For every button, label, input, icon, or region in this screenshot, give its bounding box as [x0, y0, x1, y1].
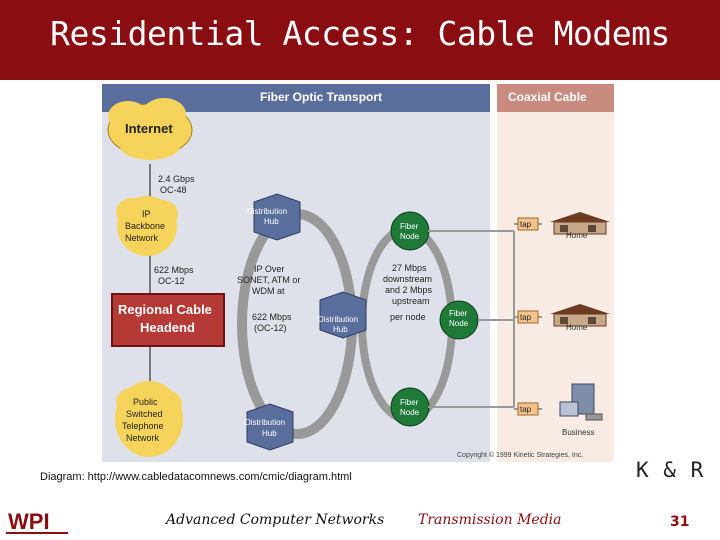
fiber-node-bottom-label-2: Node: [400, 408, 420, 417]
ring-text-3: WDM at: [252, 286, 285, 296]
coax-section-header: [497, 84, 614, 112]
pstn-label-1: Public: [133, 397, 158, 407]
footer-bar: [0, 500, 720, 540]
wpi-logo: WPI: [4, 505, 70, 535]
link1-type: OC-48: [160, 185, 187, 195]
distribution-hub-bottom: [246, 403, 294, 451]
downstream-text-5: per node: [390, 312, 426, 322]
pstn-label-4: Network: [126, 433, 160, 443]
copyright-text: Copyright © 1999 Kinetic Strategies, Inc…: [457, 451, 583, 459]
hub-top-label-2: Hub: [264, 217, 279, 226]
page-number: 31: [670, 514, 690, 530]
headend-label-1: Regional Cable: [118, 302, 212, 317]
link2-type: OC-12: [158, 276, 185, 286]
tap-bottom: [517, 402, 539, 416]
tap-middle-label: tap: [520, 313, 532, 322]
downstream-text-3: and 2 Mbps: [385, 285, 433, 295]
downstream-text-2: downstream: [383, 274, 432, 284]
business-label: Business: [562, 428, 594, 437]
link1-speed: 2.4 Gbps: [158, 174, 195, 184]
distribution-hub-top: [253, 193, 301, 241]
tap-top-label: tap: [520, 220, 532, 229]
fiber-node-top-label-2: Node: [400, 232, 420, 241]
tap-middle: [517, 310, 539, 324]
ip-backbone-cloud: [116, 196, 178, 256]
downstream-text-4: upstream: [392, 296, 430, 306]
hub-top-label-1: Distribution: [247, 207, 287, 216]
home-top-label: Home: [566, 231, 588, 240]
hub-bottom-label-2: Hub: [262, 429, 277, 438]
ring-speed-1: 622 Mbps: [252, 312, 292, 322]
regional-cable-headend: [111, 293, 225, 347]
ring-text-1: IP Over: [254, 264, 284, 274]
headend-label-2: Headend: [140, 320, 195, 335]
fiber-node-bottom: [390, 387, 430, 427]
fiber-node-top-label-1: Fiber: [400, 222, 419, 231]
title-bar: [0, 0, 720, 80]
authors-mark: K & R: [636, 458, 705, 482]
hub-bottom-label-1: Distribution: [245, 418, 285, 427]
ip-backbone-label-3: Network: [125, 233, 159, 243]
cable-network-diagram: Fiber Optic Transport Coaxial Cable Inte…: [102, 84, 614, 462]
business-computer-icon: [559, 383, 603, 421]
distribution-hub-middle: [319, 291, 367, 339]
pstn-label-3: Telephone: [122, 421, 164, 431]
downstream-text-1: 27 Mbps: [392, 263, 427, 273]
internet-cloud: [107, 98, 193, 160]
fiber-node-bottom-label-1: Fiber: [400, 398, 419, 407]
fiber-node-middle-label-2: Node: [449, 319, 469, 328]
pstn-cloud: [115, 381, 183, 457]
ip-backbone-label-1: IP: [142, 209, 151, 219]
home-top-icon: [550, 212, 610, 235]
tap-top: [517, 217, 539, 231]
hub-middle-label-2: Hub: [333, 325, 348, 334]
ring-speed-2: (OC-12): [254, 323, 287, 333]
wpi-logo-text: WPI: [8, 509, 50, 534]
hub-middle-label-1: Distribution: [318, 315, 358, 324]
fiber-node-top: [390, 211, 430, 251]
tap-bottom-label: tap: [520, 405, 532, 414]
slide-title: Residential Access: Cable Modems: [50, 14, 670, 53]
coax-section-label: Coaxial Cable: [508, 90, 587, 104]
internet-label: Internet: [125, 121, 173, 136]
link2-speed: 622 Mbps: [154, 265, 194, 275]
topic-name: Transmission Media: [418, 512, 562, 528]
ring-text-2: SONET, ATM or: [237, 275, 300, 285]
course-name: Advanced Computer Networks: [166, 512, 385, 528]
fiber-section-label: Fiber Optic Transport: [260, 90, 382, 104]
ip-backbone-label-2: Backbone: [125, 221, 165, 231]
home-middle-icon: [550, 304, 610, 327]
pstn-label-2: Switched: [126, 409, 163, 419]
diagram-caption: Diagram: http://www.cabledatacomnews.com…: [40, 471, 352, 483]
fiber-node-middle-label-1: Fiber: [449, 309, 468, 318]
home-middle-label: Home: [566, 323, 588, 332]
